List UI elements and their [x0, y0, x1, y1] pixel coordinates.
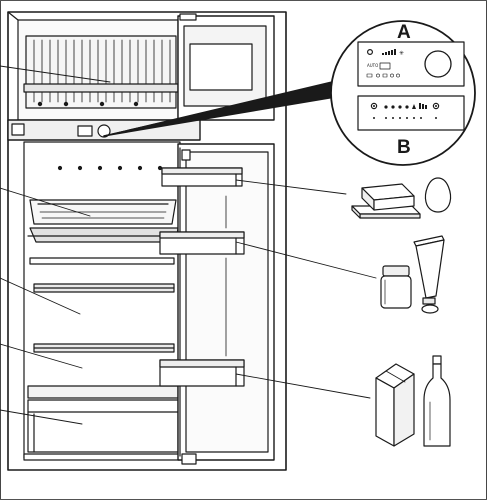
- fridge-wire-shelf-1: [29, 257, 175, 293]
- egg-icon: [424, 177, 452, 213]
- butter-dish-icon: [351, 183, 421, 219]
- door-shelf-top: [161, 167, 243, 187]
- freezer-compartment: [23, 35, 179, 109]
- fridge-wire-shelf-2: [33, 343, 175, 353]
- door-shelf-bottom: [159, 359, 245, 387]
- fridge-compartment: [23, 141, 181, 461]
- bottle-icon: [423, 355, 451, 447]
- control-panel-b: [357, 95, 465, 131]
- jar-icon: [380, 265, 412, 309]
- fridge-door: [159, 143, 275, 465]
- callout-label-b: B: [397, 137, 411, 158]
- fridge-top-shelf: [29, 199, 177, 225]
- control-panel-callout: A B ✳ AUTO: [330, 20, 476, 166]
- leader-lines-right: [235, 179, 377, 399]
- svg-text:✳: ✳: [399, 50, 404, 57]
- fridge-shelf-3: [27, 385, 179, 399]
- fridge-glass-shelf: [27, 227, 179, 243]
- panel-a-auto-label: AUTO: [367, 63, 378, 68]
- crisper-drawer: [27, 399, 179, 453]
- tube-icon: [413, 235, 445, 314]
- temperature-knob: [424, 50, 452, 78]
- door-shelf-middle: [159, 231, 245, 255]
- fridge-back-panel-dots: [57, 165, 163, 171]
- callout-label-a: A: [397, 22, 411, 43]
- milk-carton-icon: [375, 363, 415, 447]
- control-panel-a: ✳ AUTO: [357, 41, 465, 87]
- leader-lines-left: [0, 65, 111, 425]
